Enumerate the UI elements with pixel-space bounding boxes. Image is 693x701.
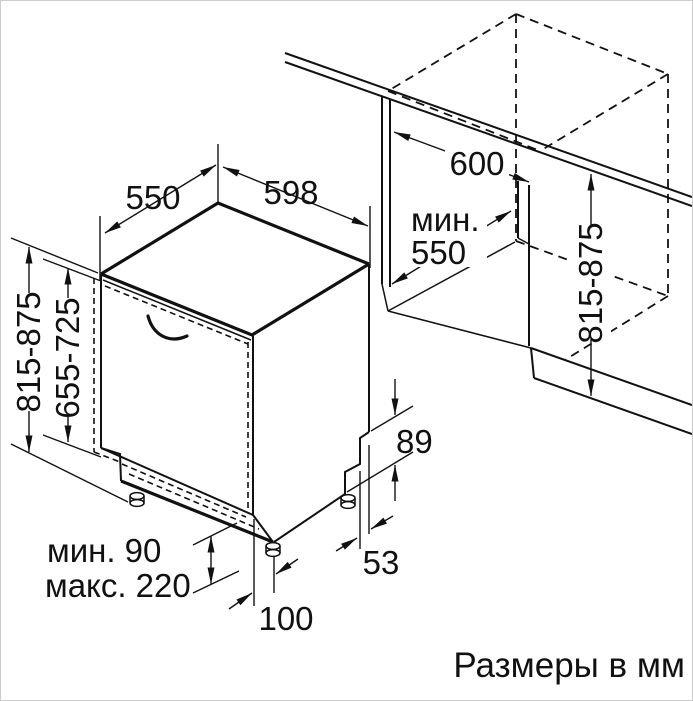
foot-rear — [340, 493, 356, 510]
door-handle — [146, 314, 189, 341]
dim-niche-depth-word: мин. — [411, 201, 480, 238]
countertop — [284, 52, 692, 207]
dim-front-foot-offset-label: 100 — [258, 600, 313, 637]
dim-niche-depth-value: 550 — [411, 234, 466, 271]
units-caption: Размеры в мм — [453, 646, 685, 685]
dim-top-width-label: 598 — [263, 174, 318, 211]
dim-plinth-min-label: мин. 90 — [47, 532, 161, 569]
dim-rear-step-depth: 53 — [335, 445, 400, 581]
foot-front — [265, 541, 281, 558]
dim-top-width: 598 — [222, 166, 371, 268]
dim-plinth-height: мин. 90 макс. 220 — [45, 522, 240, 604]
dim-appliance-height-left: 815-875 — [10, 237, 129, 503]
dim-top-depth-label: 550 — [125, 179, 180, 216]
dim-door-panel-height-label: 655-725 — [49, 297, 86, 418]
dim-appliance-height-label: 815-875 — [10, 291, 47, 412]
dishwasher-door — [93, 274, 254, 516]
dim-plinth-max-label: макс. 220 — [45, 567, 191, 604]
dishwasher-side-and-base — [100, 264, 370, 544]
dim-niche-width: 600 — [393, 131, 530, 183]
niche-right-wall — [517, 181, 530, 346]
dim-niche-height-label: 815-875 — [572, 222, 609, 343]
niche-floor — [387, 310, 692, 435]
dim-door-panel-height: 655-725 — [42, 258, 102, 458]
adjustable-feet — [129, 491, 356, 558]
dim-rear-step-height: 89 — [346, 379, 433, 501]
dim-niche-height-right: 815-875 — [571, 174, 611, 396]
dishwasher-top-face — [100, 201, 370, 337]
foot-left — [129, 491, 145, 508]
dim-top-depth: 550 — [99, 144, 219, 281]
dim-rear-step-depth-label: 53 — [363, 544, 400, 581]
dim-niche-depth: мин. 550 — [391, 201, 512, 285]
dim-niche-width-label: 600 — [449, 145, 504, 182]
dim-rear-step-height-label: 89 — [396, 423, 433, 460]
dim-front-foot-offset: 100 — [228, 519, 314, 637]
